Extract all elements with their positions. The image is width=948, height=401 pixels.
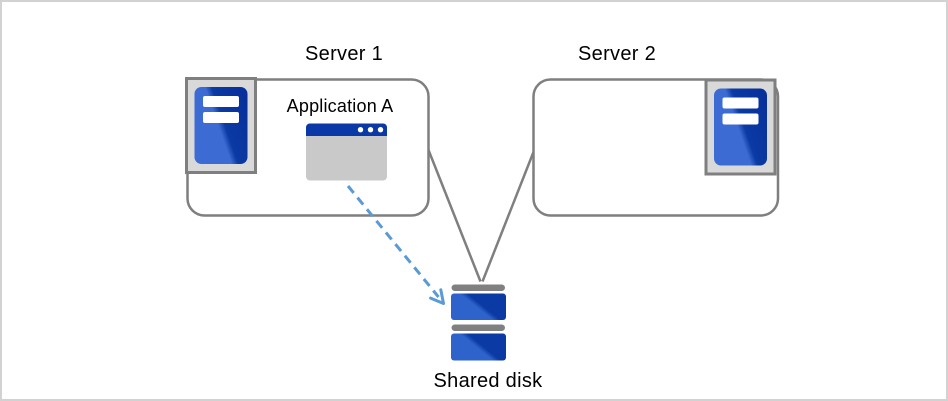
dashed-arrow-app-to-disk <box>346 185 445 305</box>
dashed-arrow-shaft <box>346 185 440 298</box>
disk-unit <box>451 333 506 361</box>
tower-slot <box>203 96 239 107</box>
server2-label: Server 2 <box>578 43 656 65</box>
disk-unit <box>451 293 506 320</box>
window-body <box>306 123 387 181</box>
application-label: Application A <box>287 96 394 116</box>
tower-slot <box>203 112 239 123</box>
titlebar-dot <box>367 127 374 133</box>
connector-server2-disk <box>481 151 535 282</box>
shared-disk-label: Shared disk <box>434 370 544 392</box>
arrowhead-icon <box>429 288 445 305</box>
server1-label: Server 1 <box>305 43 383 65</box>
tower-slot <box>722 113 759 125</box>
tower-slot <box>722 97 759 109</box>
disk-cap <box>451 284 505 291</box>
titlebar-dot <box>357 127 364 133</box>
application-window-icon <box>306 123 387 181</box>
window-titlebar <box>306 123 387 136</box>
connector-server1-disk <box>427 149 482 282</box>
server2-tower-icon <box>704 78 777 176</box>
server1-tower-icon <box>185 77 257 174</box>
shared-disk-icon <box>451 284 506 361</box>
disk-cap <box>451 324 505 331</box>
titlebar-dot <box>377 127 384 133</box>
